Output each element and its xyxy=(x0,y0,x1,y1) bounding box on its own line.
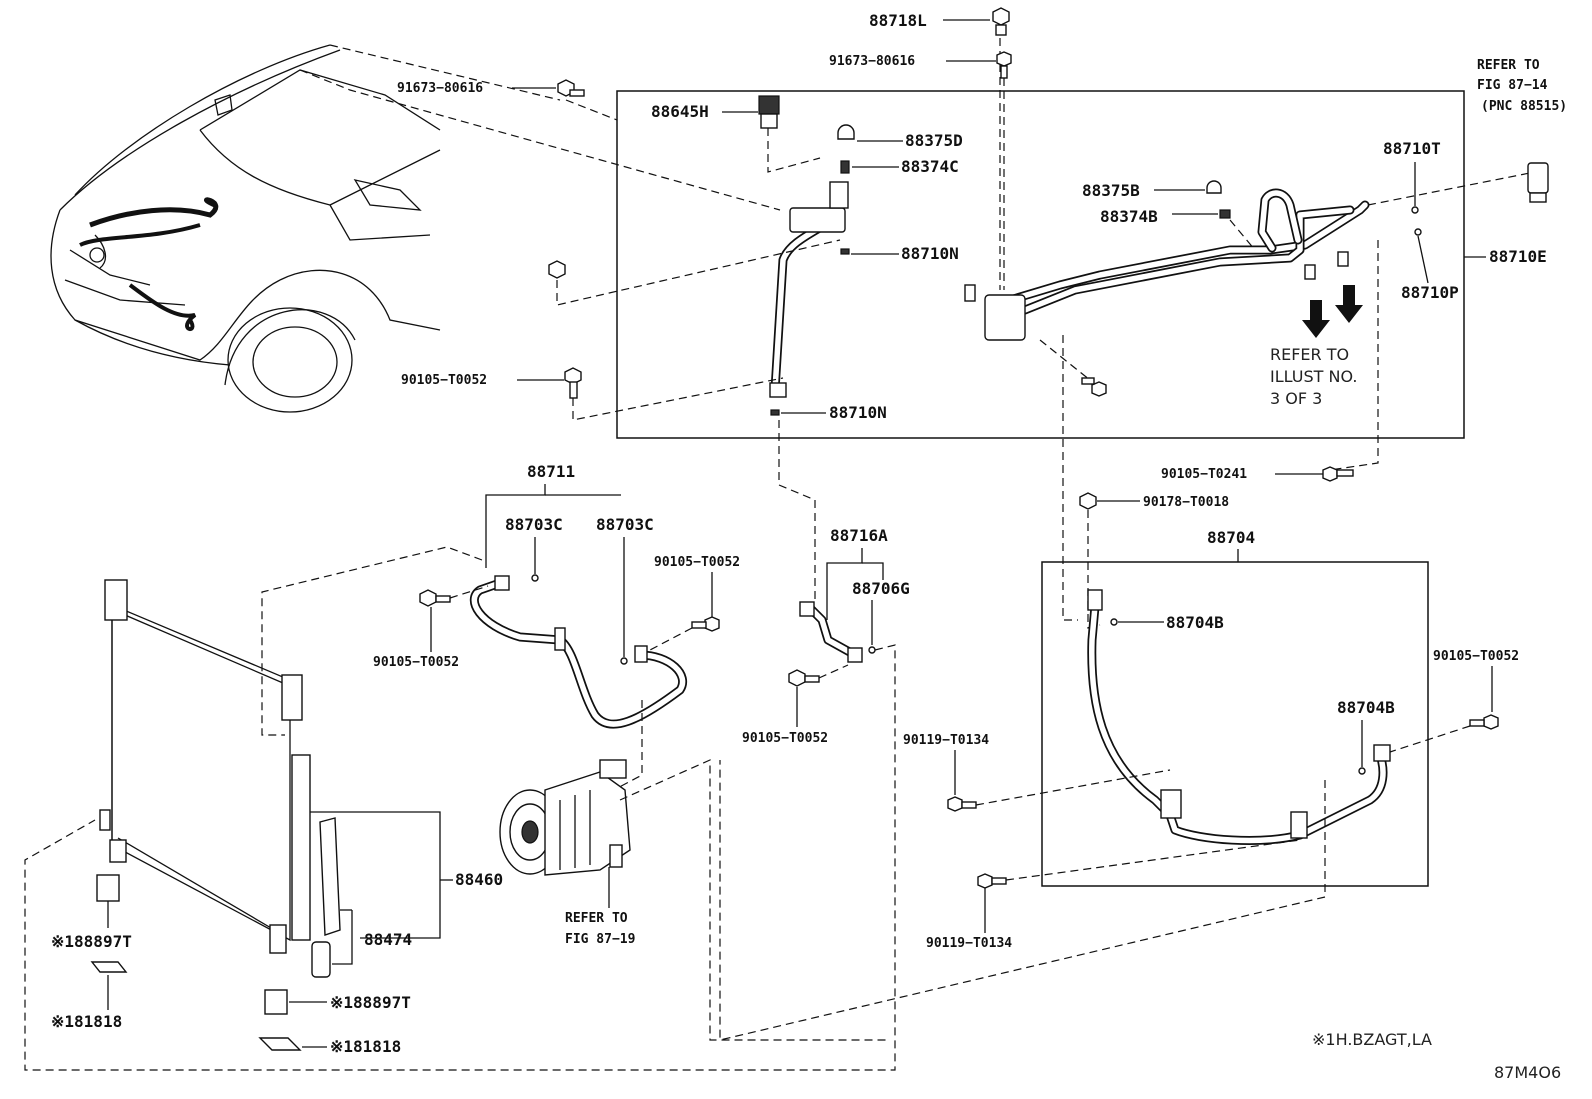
clip-88897t-left xyxy=(96,874,120,902)
label-88710t: 88710T xyxy=(1383,139,1441,158)
bolt-90105-t0241 xyxy=(1322,466,1354,482)
refer-pnc-88515: (PNC 88515) xyxy=(1481,99,1567,114)
dash-vehicle-1 xyxy=(299,69,781,211)
label-90178-t0018: 90178−T0018 xyxy=(1143,495,1229,510)
bolt-90105-left-hose xyxy=(419,589,451,607)
label-88711: 88711 xyxy=(527,462,575,481)
manifold-block-left xyxy=(789,207,846,233)
label-88716a: 88716A xyxy=(830,526,888,545)
cap-88375b xyxy=(1206,180,1222,194)
bolt-90105-right xyxy=(1469,714,1499,730)
bolt-manifold xyxy=(1081,377,1107,397)
vehicle-illustration xyxy=(50,44,441,413)
label-91673-left: 91673−80616 xyxy=(397,81,483,96)
nut-88718l xyxy=(992,7,1010,36)
bolt-90105-upper xyxy=(564,367,582,399)
label-88704b-b: 88704B xyxy=(1337,698,1395,717)
o-ring-88710t xyxy=(1411,206,1419,214)
refer-fig-87-14-line2: FIG 87−14 xyxy=(1477,78,1548,93)
label-81818-right: ※181818 xyxy=(330,1037,401,1056)
o-ring-88703c-b xyxy=(620,657,628,665)
label-90105-t0052-left: 90105−T0052 xyxy=(373,655,459,670)
o-ring-88710p xyxy=(1414,228,1422,236)
valve-core-88374c xyxy=(840,160,850,174)
label-90105-t0052-bottom: 90105−T0052 xyxy=(742,731,828,746)
ac-compressor xyxy=(499,759,631,876)
manifold-block-right xyxy=(984,294,1026,341)
pipe-end-fitting xyxy=(769,382,787,398)
label-88897t-right: ※188897T xyxy=(330,993,411,1012)
refer-arrow-2 xyxy=(1335,285,1363,323)
tape-81818-left xyxy=(90,961,128,973)
cap-88474 xyxy=(311,941,331,978)
o-ring-88710n-lower xyxy=(770,409,780,416)
label-90105-t0052-right: 90105−T0052 xyxy=(1433,649,1519,664)
label-88706g: 88706G xyxy=(852,579,910,598)
clip-88897t-right xyxy=(264,989,288,1015)
bolt-91673-top xyxy=(996,51,1012,79)
label-90105-t0052-upper: 90105−T0052 xyxy=(401,373,487,388)
o-ring-88706g xyxy=(868,646,876,654)
condenser-88460 xyxy=(99,579,311,954)
label-88718l: 88718L xyxy=(869,11,927,30)
o-ring-88710n-upper xyxy=(840,248,850,255)
refer-fig-87-19-line1: REFER TO xyxy=(565,911,628,926)
label-90105-t0241: 90105−T0241 xyxy=(1161,467,1247,482)
refer-fig-87-14-line1: REFER TO xyxy=(1477,58,1540,73)
dash-vehicle-2 xyxy=(329,44,561,101)
label-90105-t0052-mid: 90105−T0052 xyxy=(654,555,740,570)
label-88375d: 88375D xyxy=(905,131,963,150)
label-88645h: 88645H xyxy=(651,102,709,121)
o-ring-88704b-b xyxy=(1358,767,1366,775)
receiver-part-88515 xyxy=(1527,162,1549,203)
label-88374b: 88374B xyxy=(1100,207,1158,226)
refer-fig-87-19-line2: FIG 87−19 xyxy=(565,932,635,947)
figure-code: 87M4O6 xyxy=(1494,1063,1561,1082)
label-90119-t0134-a: 90119−T0134 xyxy=(903,733,989,748)
label-81818-left: ※181818 xyxy=(51,1012,122,1031)
cap-88375d xyxy=(837,124,855,140)
refer-illust-line3: 3 OF 3 xyxy=(1270,389,1322,408)
service-valve-88374c xyxy=(829,181,849,209)
bolt-91673-left xyxy=(557,79,585,97)
hose-88704 xyxy=(1087,590,1388,845)
refer-arrow-1 xyxy=(1302,300,1330,338)
bolt-90119-a xyxy=(947,796,977,812)
hose-bracket xyxy=(1160,789,1182,819)
label-88710n-upper: 88710N xyxy=(901,244,959,263)
nut-90178-t0018 xyxy=(1079,492,1097,510)
footnote-model-codes: ※1H.BZAGT,LA xyxy=(1312,1030,1432,1049)
tape-81818-right xyxy=(258,1037,302,1051)
refer-illust-line1: REFER TO xyxy=(1270,345,1349,364)
label-88703c-b: 88703C xyxy=(596,515,654,534)
label-88374c: 88374C xyxy=(901,157,959,176)
pressure-switch-88645h xyxy=(758,95,780,115)
label-88375b: 88375B xyxy=(1082,181,1140,200)
label-90119-t0134-b: 90119−T0134 xyxy=(926,936,1012,951)
bolt-90105-mid xyxy=(691,616,720,632)
label-91673-top: 91673−80616 xyxy=(829,54,915,69)
upper-pipe-group-box xyxy=(616,90,1465,439)
label-88474: 88474 xyxy=(364,930,412,949)
label-88710p: 88710P xyxy=(1401,283,1459,302)
label-88897t-left: ※188897T xyxy=(51,932,132,951)
o-ring-88703c-a xyxy=(531,574,539,582)
pipe-88710n xyxy=(770,210,845,395)
hose-88704-group-box xyxy=(1041,561,1429,887)
refer-illust-line2: ILLUST NO. xyxy=(1270,367,1357,386)
bolt-90119-b xyxy=(977,873,1007,889)
desiccant-88474 xyxy=(319,817,341,936)
label-88704b-a: 88704B xyxy=(1166,613,1224,632)
bolt-90105-bottom xyxy=(788,669,820,687)
label-88703c-a: 88703C xyxy=(505,515,563,534)
nut-icon-upper xyxy=(548,260,566,279)
o-ring-88704b-a xyxy=(1110,618,1118,626)
label-88460: 88460 xyxy=(455,870,503,889)
valve-core-88374b xyxy=(1219,209,1231,219)
label-88704: 88704 xyxy=(1207,528,1255,547)
label-88710e: 88710E xyxy=(1489,247,1547,266)
label-88710n-lower: 88710N xyxy=(829,403,887,422)
